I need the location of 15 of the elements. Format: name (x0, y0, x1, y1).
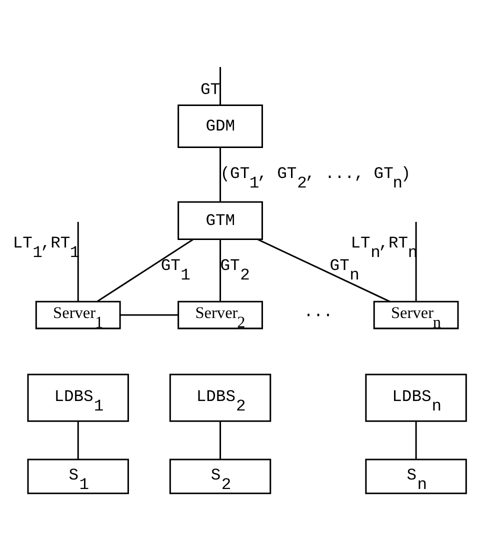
connector (415, 420, 417, 459)
node-box: GDM (178, 104, 263, 148)
connector (257, 238, 390, 302)
connector (220, 66, 222, 105)
connector (77, 420, 79, 459)
connector (120, 314, 178, 316)
connector (415, 221, 417, 301)
connector (220, 420, 222, 459)
connector (96, 238, 194, 302)
connector (220, 146, 222, 202)
connector (220, 239, 222, 301)
edge-label: GT (200, 79, 220, 98)
label: ··· (304, 304, 333, 324)
node-box: GTM (178, 200, 263, 240)
connector (77, 221, 79, 301)
